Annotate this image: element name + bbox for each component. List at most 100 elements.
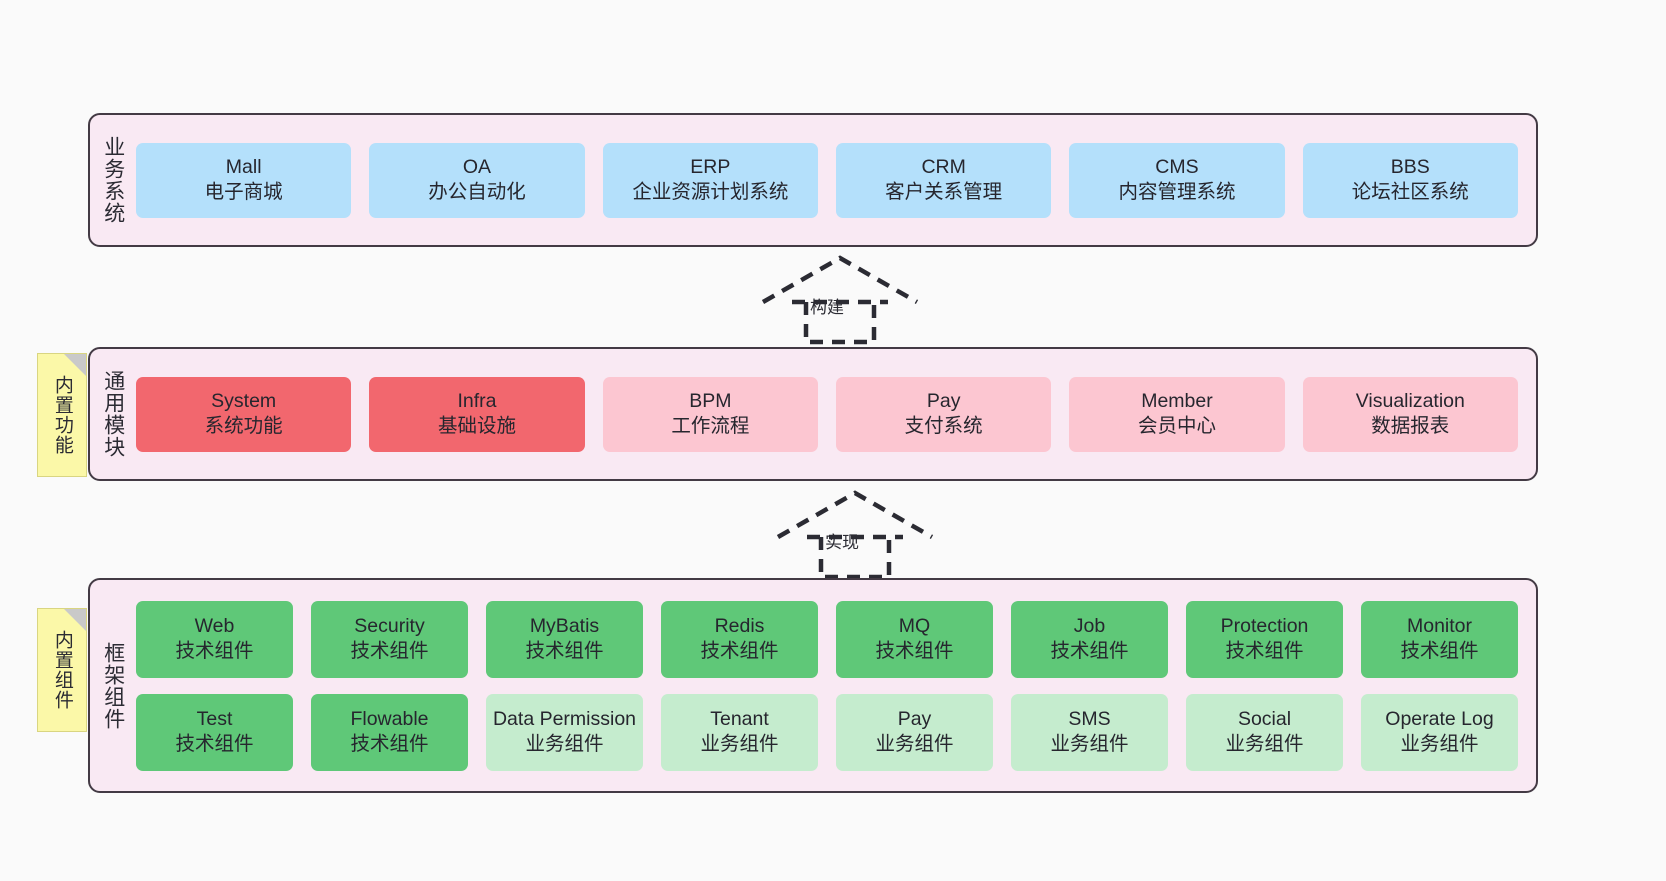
generalization-arrow-icon bbox=[761, 255, 919, 345]
node-title: MyBatis bbox=[529, 615, 600, 638]
note-label: 内置组件 bbox=[51, 630, 73, 710]
node-flowable[interactable]: Flowable 技术组件 bbox=[311, 693, 468, 771]
layer-body-business-system: Mall 电子商城 OA 办公自动化 ERP 企业资源计划系统 CRM 客户关系… bbox=[136, 115, 1536, 245]
node-system[interactable]: System 系统功能 bbox=[136, 376, 352, 452]
node-subtitle: 业务组件 bbox=[525, 733, 604, 755]
node-monitor[interactable]: Monitor 技术组件 bbox=[1361, 600, 1518, 678]
node-tenant[interactable]: Tenant 业务组件 bbox=[661, 693, 818, 771]
layer-title-common-module: 通用模块 bbox=[101, 370, 125, 458]
node-security[interactable]: Security 技术组件 bbox=[311, 600, 468, 678]
layer-body-framework-component: Web 技术组件 Security 技术组件 MyBatis 技术组件 Redi… bbox=[136, 580, 1536, 791]
node-subtitle: 办公自动化 bbox=[428, 181, 526, 203]
node-web[interactable]: Web 技术组件 bbox=[136, 600, 293, 678]
node-title: CRM bbox=[921, 156, 966, 179]
node-mybatis[interactable]: MyBatis 技术组件 bbox=[486, 600, 643, 678]
node-subtitle: 支付系统 bbox=[904, 415, 983, 437]
node-subtitle: 业务组件 bbox=[1400, 733, 1479, 755]
node-subtitle: 技术组件 bbox=[525, 640, 604, 662]
node-bbs[interactable]: BBS 论坛社区系统 bbox=[1302, 142, 1518, 218]
node-title: Redis bbox=[714, 615, 765, 638]
node-subtitle: 技术组件 bbox=[350, 733, 429, 755]
node-subtitle: 技术组件 bbox=[175, 640, 254, 662]
node-title: Pay bbox=[897, 708, 932, 731]
node-data-permission[interactable]: Data Permission 业务组件 bbox=[486, 693, 643, 771]
node-visualization[interactable]: Visualization 数据报表 bbox=[1302, 376, 1518, 452]
note-builtin-function[interactable]: 内置功能 bbox=[37, 353, 87, 477]
node-cms[interactable]: CMS 内容管理系统 bbox=[1069, 142, 1285, 218]
node-title: Web bbox=[194, 615, 235, 638]
node-title: BPM bbox=[689, 390, 732, 413]
layer-title-framework-component: 框架组件 bbox=[101, 641, 125, 730]
node-title: Mall bbox=[225, 156, 262, 179]
node-subtitle: 会员中心 bbox=[1137, 415, 1216, 437]
connector-build: 构建 bbox=[745, 252, 935, 347]
layer-framework-component[interactable]: 框架组件 Web 技术组件 Security 技术组件 MyBatis 技术组件… bbox=[88, 578, 1538, 793]
node-subtitle: 技术组件 bbox=[875, 640, 954, 662]
cell-row: System 系统功能 Infra 基础设施 BPM 工作流程 Pay 支付系统… bbox=[136, 376, 1518, 452]
node-title: ERP bbox=[690, 156, 731, 179]
cell-row: Test 技术组件 Flowable 技术组件 Data Permission … bbox=[136, 693, 1518, 771]
layer-title-business-system: 业务系统 bbox=[101, 136, 125, 224]
node-protection[interactable]: Protection 技术组件 bbox=[1186, 600, 1343, 678]
node-subtitle: 数据报表 bbox=[1371, 415, 1450, 437]
node-title: Social bbox=[1237, 708, 1292, 731]
node-title: Pay bbox=[926, 390, 961, 413]
layer-common-module[interactable]: 通用模块 System 系统功能 Infra 基础设施 BPM 工作流程 Pay… bbox=[88, 347, 1538, 481]
node-subtitle: 业务组件 bbox=[1225, 733, 1304, 755]
note-fold-corner-icon bbox=[64, 609, 86, 631]
layer-body-common-module: System 系统功能 Infra 基础设施 BPM 工作流程 Pay 支付系统… bbox=[136, 349, 1536, 479]
node-subtitle: 系统功能 bbox=[204, 415, 283, 437]
node-pay-component[interactable]: Pay 业务组件 bbox=[836, 693, 993, 771]
node-title: System bbox=[211, 390, 277, 413]
node-subtitle: 技术组件 bbox=[1050, 640, 1129, 662]
layer-business-system[interactable]: 业务系统 Mall 电子商城 OA 办公自动化 ERP 企业资源计划系统 CRM… bbox=[88, 113, 1538, 247]
node-subtitle: 技术组件 bbox=[700, 640, 779, 662]
node-member[interactable]: Member 会员中心 bbox=[1069, 376, 1285, 452]
node-title: SMS bbox=[1068, 708, 1111, 731]
node-operate-log[interactable]: Operate Log 业务组件 bbox=[1361, 693, 1518, 771]
node-test[interactable]: Test 技术组件 bbox=[136, 693, 293, 771]
node-subtitle: 技术组件 bbox=[350, 640, 429, 662]
node-title: Member bbox=[1141, 390, 1213, 413]
generalization-arrow-icon bbox=[776, 490, 934, 580]
node-social[interactable]: Social 业务组件 bbox=[1186, 693, 1343, 771]
node-mall[interactable]: Mall 电子商城 bbox=[136, 142, 352, 218]
node-job[interactable]: Job 技术组件 bbox=[1011, 600, 1168, 678]
node-pay-module[interactable]: Pay 支付系统 bbox=[835, 376, 1052, 452]
node-title: Tenant bbox=[710, 708, 769, 731]
node-erp[interactable]: ERP 企业资源计划系统 bbox=[602, 142, 818, 218]
node-title: Data Permission bbox=[492, 708, 637, 731]
connector-label-build: 构建 bbox=[810, 298, 844, 317]
node-sms[interactable]: SMS 业务组件 bbox=[1011, 693, 1168, 771]
node-redis[interactable]: Redis 技术组件 bbox=[661, 600, 818, 678]
node-title: CMS bbox=[1155, 156, 1199, 179]
node-title: Visualization bbox=[1355, 390, 1465, 413]
node-infra[interactable]: Infra 基础设施 bbox=[369, 376, 585, 452]
note-fold-corner-icon bbox=[64, 354, 86, 376]
node-title: BBS bbox=[1390, 156, 1430, 179]
node-subtitle: 企业资源计划系统 bbox=[632, 181, 789, 203]
node-title: Job bbox=[1073, 615, 1106, 638]
node-title: Operate Log bbox=[1385, 708, 1494, 731]
node-title: Test bbox=[196, 708, 233, 731]
cell-row: Mall 电子商城 OA 办公自动化 ERP 企业资源计划系统 CRM 客户关系… bbox=[136, 142, 1518, 218]
node-subtitle: 基础设施 bbox=[437, 415, 516, 437]
node-subtitle: 业务组件 bbox=[1050, 733, 1129, 755]
node-title: Infra bbox=[457, 390, 497, 413]
node-mq[interactable]: MQ 技术组件 bbox=[836, 600, 993, 678]
node-subtitle: 技术组件 bbox=[175, 733, 254, 755]
node-title: Monitor bbox=[1406, 615, 1473, 638]
node-crm[interactable]: CRM 客户关系管理 bbox=[835, 142, 1052, 218]
node-title: MQ bbox=[898, 615, 931, 638]
node-title: Security bbox=[354, 615, 425, 638]
node-bpm[interactable]: BPM 工作流程 bbox=[602, 376, 818, 452]
node-subtitle: 内容管理系统 bbox=[1118, 181, 1236, 203]
node-subtitle: 技术组件 bbox=[1225, 640, 1304, 662]
cell-row: Web 技术组件 Security 技术组件 MyBatis 技术组件 Redi… bbox=[136, 600, 1518, 678]
node-subtitle: 论坛社区系统 bbox=[1351, 181, 1469, 203]
node-title: Protection bbox=[1220, 615, 1309, 638]
note-builtin-component[interactable]: 内置组件 bbox=[37, 608, 87, 732]
node-oa[interactable]: OA 办公自动化 bbox=[369, 142, 585, 218]
note-label: 内置功能 bbox=[51, 375, 73, 455]
node-subtitle: 工作流程 bbox=[671, 415, 750, 437]
